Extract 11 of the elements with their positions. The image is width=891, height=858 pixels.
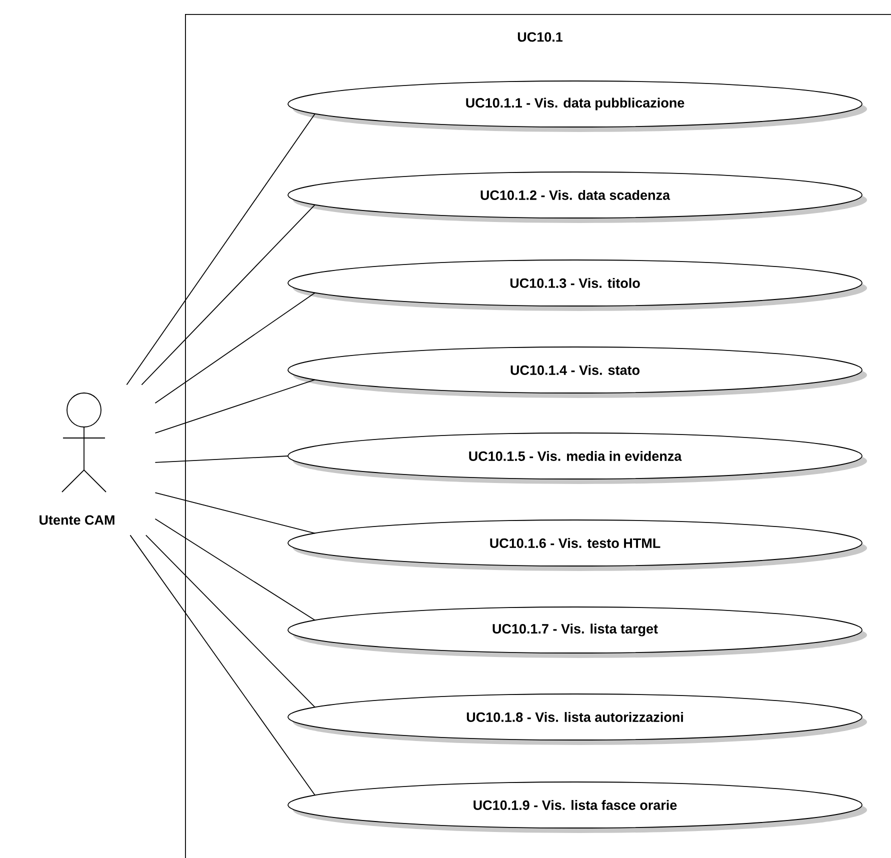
- association-line: [130, 534, 316, 796]
- association-line: [154, 456, 288, 463]
- association-line: [154, 292, 316, 404]
- association-line: [126, 113, 316, 386]
- actor: Utente CAM: [40, 392, 114, 525]
- association-line: [154, 379, 316, 434]
- association-line: [141, 204, 316, 386]
- association-line: [145, 534, 316, 708]
- node-label: Utente CAM: [40, 515, 114, 525]
- association-line: [154, 492, 316, 534]
- association-line: [154, 518, 316, 621]
